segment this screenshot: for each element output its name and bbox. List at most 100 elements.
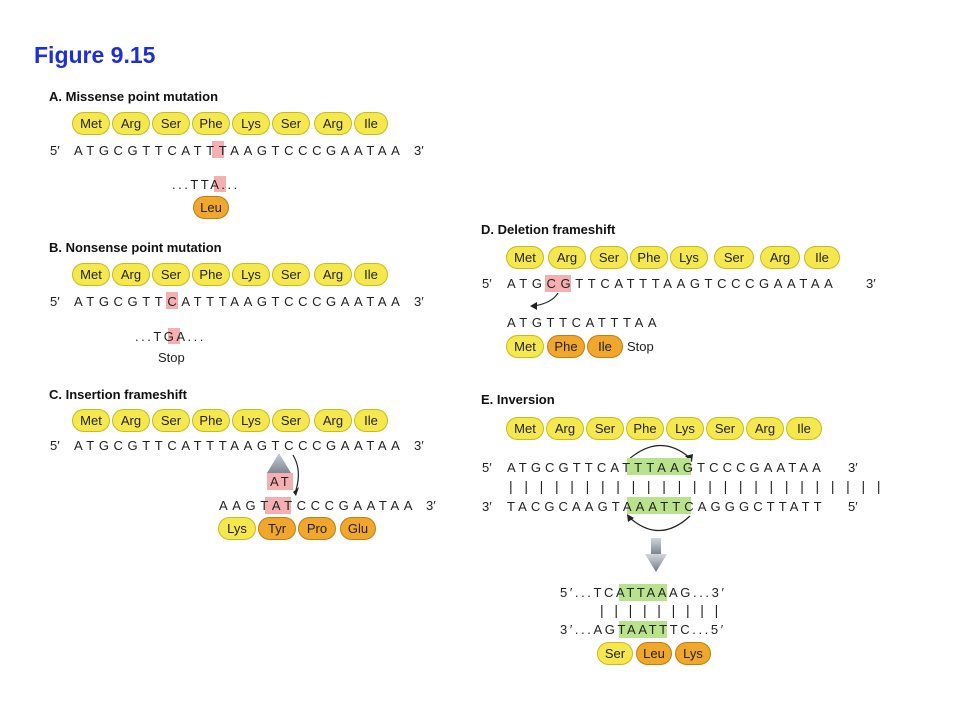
codon-pill: Lys — [218, 517, 256, 540]
result-bottom-strand: 3′...AGTAATTTC...5′ — [560, 622, 726, 637]
codon-pill: Ser — [590, 246, 628, 269]
codon-pill: Lys — [232, 112, 270, 135]
base-pair-bars: | | | | | | | | | | | | | | | | | | | | … — [509, 478, 885, 494]
codon-pill: Phe — [630, 246, 668, 269]
codon-pill: Ser — [272, 112, 310, 135]
codon-pill: Phe — [192, 409, 230, 432]
five-prime-label: 5′ — [50, 438, 60, 453]
codon-pill: Ser — [586, 417, 624, 440]
mutation-highlight — [212, 141, 224, 158]
codon-pill: Ile — [786, 417, 822, 440]
panel-a-title: A. Missense point mutation — [49, 89, 219, 104]
codon-pill: Met — [506, 417, 544, 440]
dna-strand: ATGCGTTCATTTAAGTCCCGAATAA — [74, 143, 405, 158]
codon-pill: Ser — [152, 263, 190, 286]
codon-pill: Ile — [354, 112, 388, 135]
dna-top-strand: ATGCGTTCATTTAAGTCCCGAATAA — [507, 460, 825, 475]
codon-pill: Ile — [804, 246, 840, 269]
panel-c-title: C. Insertion frameshift — [49, 387, 187, 402]
mutant-codon-pill: Glu — [340, 517, 376, 540]
codon-pill: Ile — [354, 263, 388, 286]
three-prime-label: 3′ — [866, 276, 876, 291]
insertion-sequence: AT — [270, 474, 292, 489]
mutant-codon-pill: Pro — [298, 517, 336, 540]
mutant-strand: AAGTATCCCGAATAA — [219, 498, 418, 513]
dna-strand: ATGCGTTCATTTAAGTCCCGAATAA — [507, 276, 838, 291]
mutation-highlight — [265, 497, 291, 514]
codon-pill: Ser — [272, 263, 310, 286]
codon-pill: Arg — [746, 417, 784, 440]
mutant-sequence: ...TTA... — [172, 177, 240, 192]
dna-strand: ATGCGTTCATTTAAGTCCCGAATAA — [74, 294, 405, 309]
inversion-highlight — [627, 497, 691, 514]
mutation-highlight — [166, 292, 178, 309]
three-prime-label: 3′ — [414, 438, 424, 453]
codon-pill: Ser — [706, 417, 744, 440]
codon-pill: Phe — [192, 112, 230, 135]
codon-pill: Arg — [314, 263, 352, 286]
codon-pill: Arg — [314, 409, 352, 432]
panel-d-title: D. Deletion frameshift — [481, 222, 616, 237]
codon-pill: Arg — [314, 112, 352, 135]
codon-pill: Lys — [670, 246, 708, 269]
codon-pill: Arg — [546, 417, 584, 440]
codon-pill: Arg — [112, 409, 150, 432]
codon-pill: Arg — [760, 246, 800, 269]
codon-pill: Arg — [112, 112, 150, 135]
stop-label: Stop — [158, 350, 185, 365]
mutation-highlight — [214, 176, 226, 192]
three-prime-label: 3′ — [414, 143, 424, 158]
codon-pill: Ile — [354, 409, 388, 432]
codon-pill: Met — [72, 263, 110, 286]
five-prime-label: 5′ — [50, 143, 60, 158]
inversion-highlight — [627, 458, 691, 475]
codon-pill: Ser — [272, 409, 310, 432]
codon-pill: Phe — [192, 263, 230, 286]
mutant-codon-pill: Lys — [675, 642, 711, 665]
deletion-highlight — [545, 275, 571, 292]
stop-label: Stop — [627, 339, 654, 354]
five-prime-label: 5′ — [482, 276, 492, 291]
three-prime-label: 3′ — [426, 498, 436, 513]
three-prime-label: 3′ — [482, 499, 492, 514]
codon-pill: Phe — [626, 417, 664, 440]
insertion-box — [267, 473, 293, 490]
inversion-highlight — [619, 584, 667, 601]
result-top-strand: 5′...TCATTAAAG...3′ — [560, 585, 727, 600]
mutant-sequence: ...TGA... — [135, 329, 206, 344]
five-prime-label: 5′ — [482, 460, 492, 475]
base-pair-bars: | | | | | | | | | — [600, 602, 722, 618]
codon-pill: Ser — [152, 112, 190, 135]
figure-title: Figure 9.15 — [34, 42, 156, 68]
mutant-codon-pill: Leu — [636, 642, 672, 665]
codon-pill: Lys — [232, 263, 270, 286]
codon-pill: Met — [506, 246, 544, 269]
mutant-codon-pill: Tyr — [258, 517, 296, 540]
codon-pill: Ser — [714, 246, 754, 269]
codon-pill: Arg — [112, 263, 150, 286]
mutant-codon-pill: Phe — [547, 335, 585, 358]
three-prime-label: 3′ — [414, 294, 424, 309]
mutant-strand: ATGTTCATTTAA — [507, 315, 662, 330]
inversion-highlight — [619, 621, 667, 638]
codon-pill: Arg — [548, 246, 586, 269]
panel-b-title: B. Nonsense point mutation — [49, 240, 222, 255]
dna-bottom-strand: TACGCAAGTAAATTCAGGGCTTATT — [507, 499, 826, 514]
codon-pill: Lys — [232, 409, 270, 432]
five-prime-label: 5′ — [50, 294, 60, 309]
codon-pill: Lys — [666, 417, 704, 440]
codon-pill: Ser — [152, 409, 190, 432]
mutant-codon-pill: Ile — [587, 335, 623, 358]
codon-pill: Ser — [597, 642, 633, 665]
codon-pill: Met — [72, 409, 110, 432]
insertion-arrowhead — [267, 453, 291, 473]
mutation-highlight — [168, 328, 180, 344]
three-prime-label: 3′ — [848, 460, 858, 475]
panel-e-title: E. Inversion — [481, 392, 555, 407]
five-prime-label: 5′ — [848, 499, 858, 514]
mutant-codon-pill: Leu — [193, 196, 229, 219]
